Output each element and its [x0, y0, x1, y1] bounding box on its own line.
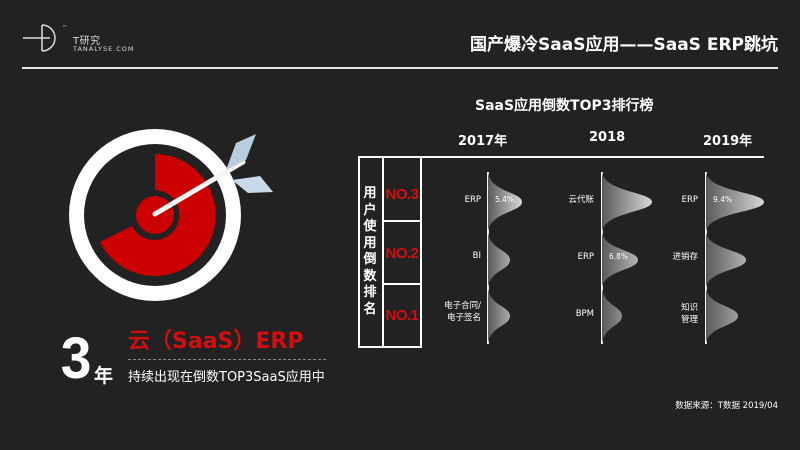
- row-header-box: [358, 156, 382, 348]
- brand-logo: TM T研究 TANALYSE.COM: [20, 22, 140, 53]
- data-source: 数据来源：T数据 2019/04: [675, 401, 778, 411]
- table-top-border: [358, 156, 764, 158]
- rank-no2: NO.2: [385, 244, 419, 262]
- rank-divider: [384, 283, 420, 285]
- item-2019-no2: 进销存: [672, 252, 698, 262]
- rank-no3: NO.3: [385, 185, 419, 203]
- year-unit: 年: [94, 365, 114, 387]
- item-2017-no2: BI: [472, 251, 481, 261]
- pct-2018-erp: 6.8%: [609, 252, 629, 261]
- rank-column: [382, 156, 422, 348]
- item-2018-no1: BPM: [575, 309, 594, 319]
- item-2017-no3: ERP: [464, 195, 481, 205]
- target-arrow-icon: [69, 129, 273, 301]
- distribution-wave-2018: [602, 172, 652, 344]
- rank-no1: NO.1: [385, 306, 419, 324]
- title-divider: [22, 67, 778, 69]
- highlight-subline: 持续出现在倒数TOP3SaaS应用中: [128, 370, 325, 385]
- chart-title: SaaS应用倒数TOP3排行榜: [475, 98, 654, 114]
- year-header-2019: 2019年: [703, 134, 753, 149]
- year-header-2017: 2017年: [458, 134, 508, 149]
- logo-name-en: TANALYSE.COM: [73, 45, 135, 53]
- rank-divider: [384, 220, 420, 222]
- item-2017-no1-line2: 电子签名: [446, 313, 481, 323]
- page-title: 国产爆冷SaaS应用——SaaS ERP跳坑: [470, 35, 778, 55]
- pct-2019-erp: 9.4%: [713, 195, 733, 204]
- item-2018-no3: 云代账: [568, 195, 594, 205]
- highlight-headline: 云（SaaS）ERP: [128, 329, 304, 354]
- year-header-2018: 2018: [589, 130, 626, 145]
- svg-text:TM: TM: [62, 24, 66, 28]
- year-count: 3: [60, 326, 92, 391]
- row-header-text: 用户使用倒数排名: [363, 186, 377, 317]
- pct-2017-erp: 5.4%: [495, 195, 515, 204]
- item-2019-no1-line1: 知识: [680, 303, 698, 313]
- item-2017-no1-line1: 电子合同/: [444, 301, 481, 311]
- dashed-divider: [128, 359, 326, 360]
- item-2019-no1-line2: 管理: [680, 315, 698, 325]
- row-header-label: 用户使用倒数排名: [358, 186, 382, 318]
- logo-name-cn: T研究: [73, 36, 101, 47]
- item-2018-no2: ERP: [577, 252, 594, 262]
- distribution-wave-2017: [488, 172, 522, 344]
- logo-mark-icon: TM: [23, 24, 66, 52]
- item-2019-no3: ERP: [681, 195, 698, 205]
- distribution-wave-2019: [706, 172, 764, 344]
